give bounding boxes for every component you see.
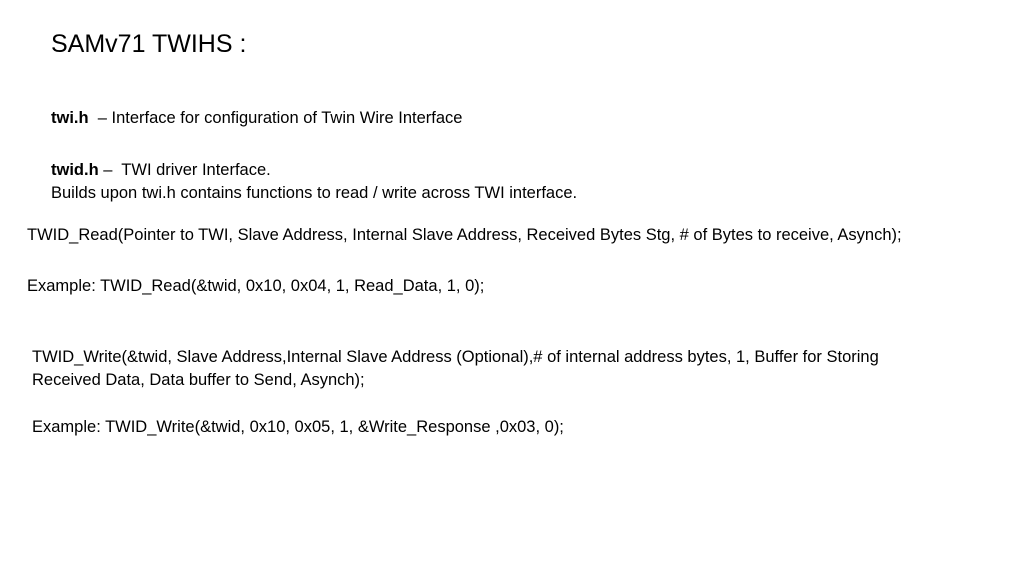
twi-h-name: twi.h xyxy=(51,109,89,127)
twid-h-name: twid.h xyxy=(51,161,99,179)
twid-read-signature: TWID_Read(Pointer to TWI, Slave Address,… xyxy=(27,226,902,244)
slide-title: SAMv71 TWIHS : xyxy=(51,30,247,58)
twid-write-signature-line1: TWID_Write(&twid, Slave Address,Internal… xyxy=(32,348,879,366)
twid-h-separator: – xyxy=(98,161,122,179)
twi-h-line: twi.h – Interface for configuration of T… xyxy=(51,107,462,130)
twi-h-description: Interface for configuration of Twin Wire… xyxy=(111,109,463,127)
twid-h-details: Builds upon twi.h contains functions to … xyxy=(51,184,578,202)
twid-h-line: twid.h – TWI driver Interface. xyxy=(51,159,271,182)
twid-h-description: TWI driver Interface. xyxy=(121,161,271,179)
twid-write-example: Example: TWID_Write(&twid, 0x10, 0x05, 1… xyxy=(32,418,564,436)
twid-read-example: Example: TWID_Read(&twid, 0x10, 0x04, 1,… xyxy=(27,277,485,295)
twid-write-signature-line2: Received Data, Data buffer to Send, Asyn… xyxy=(32,371,365,389)
twi-h-separator: – xyxy=(88,109,112,127)
